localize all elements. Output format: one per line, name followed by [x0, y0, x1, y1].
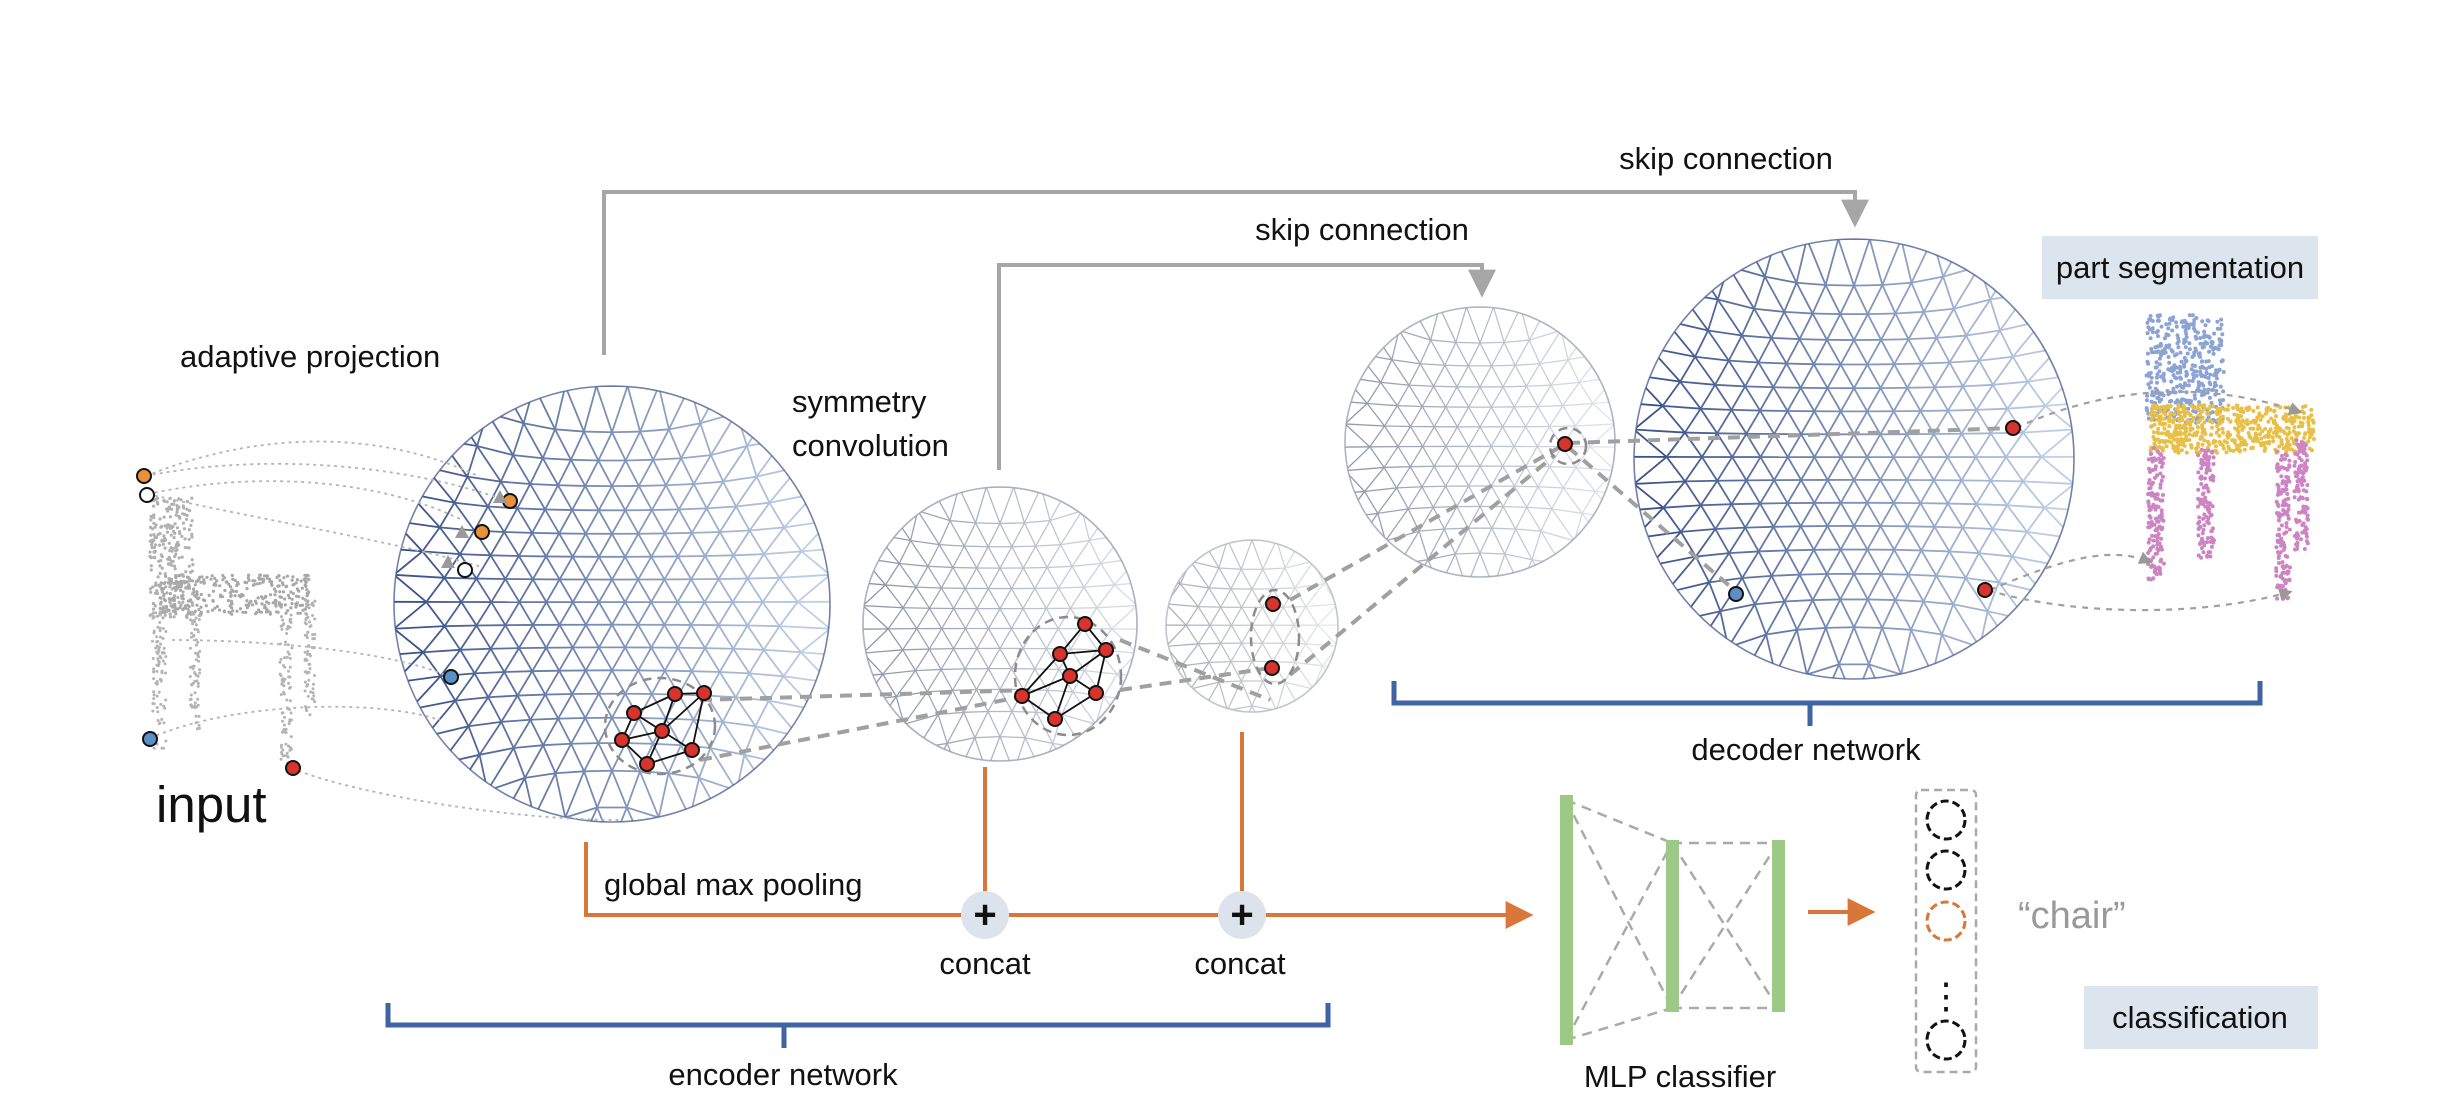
- projection-point: [1728, 586, 1744, 602]
- graph-node: [667, 686, 683, 702]
- classification-label: classification: [2112, 1000, 2288, 1035]
- graph-nodes: [136, 420, 2021, 776]
- graph-node: [1265, 596, 1281, 612]
- graph-node: [1052, 646, 1068, 662]
- graph-node: [639, 756, 655, 772]
- concat-plus-2: +: [1230, 893, 1253, 937]
- skip-connection-mid: [997, 263, 1496, 470]
- projection-point: [142, 731, 158, 747]
- mlp-layer-3: [1772, 840, 1785, 1012]
- graph-node: [1098, 642, 1114, 658]
- node-cluster-rings: [603, 426, 1588, 776]
- decoder-network-label: decoder network: [1691, 732, 1921, 767]
- output-node-last: [1925, 1019, 1967, 1061]
- projection-point: [136, 468, 152, 484]
- decoder-bracket: [1391, 681, 2263, 726]
- output-vector: ⋮: [1914, 788, 1978, 1074]
- graph-node: [1977, 582, 1993, 598]
- part-segmentation-box: [2042, 236, 2318, 299]
- encoder-network-label: encoder network: [668, 1057, 898, 1092]
- output-connections: [1987, 390, 2303, 612]
- graph-node: [1062, 668, 1078, 684]
- skip-connection-top: [602, 190, 1869, 355]
- concat-label-2: concat: [1194, 946, 1286, 981]
- output-node-1: [1925, 799, 1967, 841]
- graph-node: [1014, 688, 1030, 704]
- concat-node-2: +: [1218, 891, 1266, 939]
- graph-node: [654, 723, 670, 739]
- graph-node: [1047, 711, 1063, 727]
- mlp-layer-1: [1560, 795, 1573, 1045]
- output-node-2: [1925, 849, 1967, 891]
- projection-point: [443, 669, 459, 685]
- input-point-cloud: [148, 496, 317, 766]
- graph-node: [2005, 420, 2021, 436]
- graph-node: [696, 685, 712, 701]
- projection-marker: [455, 525, 469, 538]
- projection-marker: [493, 490, 507, 503]
- sphere-encoder-2: [862, 486, 1138, 762]
- graph-node: [1088, 685, 1104, 701]
- concat-plus-1: +: [973, 893, 996, 937]
- projection-point: [285, 760, 301, 776]
- mlp-classifier-label: MLP classifier: [1584, 1059, 1776, 1094]
- projection-point: [139, 487, 155, 503]
- mlp-classifier: [1560, 795, 1785, 1045]
- chair-label: “chair”: [2018, 895, 2126, 937]
- global-max-pooling-label: global max pooling: [604, 867, 863, 902]
- pooling-connections: [699, 426, 2016, 762]
- output-node-chair: [1925, 900, 1967, 942]
- skip-connection-top-label: skip connection: [1619, 141, 1833, 176]
- graph-node: [614, 732, 630, 748]
- projection-marker: [441, 555, 455, 568]
- encoder-bracket: [385, 1003, 1331, 1048]
- graph-node: [1264, 660, 1280, 676]
- skip-connection-mid-label: skip connection: [1255, 212, 1469, 247]
- graph-node: [1557, 436, 1573, 452]
- graph-node: [1077, 616, 1093, 632]
- input-label: input: [156, 776, 267, 833]
- sphere-decoder-1: [1344, 306, 1616, 578]
- symmetry-label: symmetry: [792, 384, 927, 419]
- graph-node: [626, 705, 642, 721]
- mlp-layer-2: [1666, 840, 1679, 1012]
- sphere-encoder-3: [1165, 539, 1339, 713]
- part-segmentation-label: part segmentation: [2056, 250, 2304, 285]
- segmentation-point-cloud: [2144, 313, 2316, 601]
- concat-label-1: concat: [939, 946, 1031, 981]
- graph-node: [684, 742, 700, 758]
- adaptive-projection-label: adaptive projection: [180, 339, 440, 374]
- projection-point: [457, 562, 473, 578]
- output-ellipsis: ⋮: [1928, 975, 1964, 1016]
- projection-point: [474, 524, 490, 540]
- classification-box: [2084, 986, 2318, 1049]
- convolution-label: convolution: [792, 428, 949, 463]
- global-max-pooling-path: [584, 732, 1876, 929]
- concat-node-1: +: [961, 891, 1009, 939]
- projection-lines: [145, 440, 621, 821]
